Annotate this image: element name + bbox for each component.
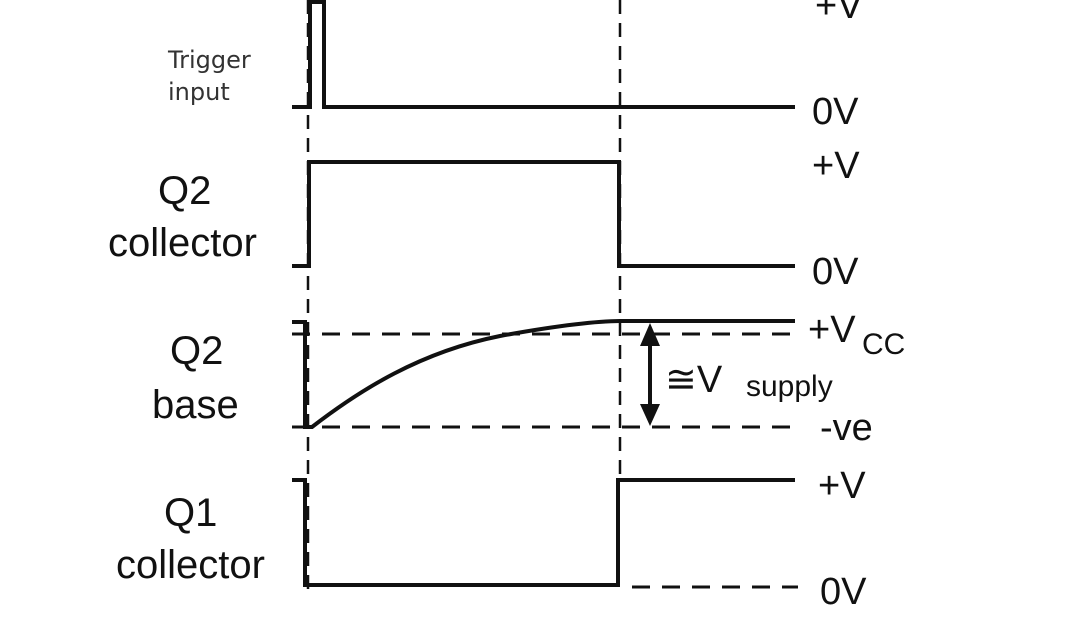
- q2-collector-trace-group: Q2 collector +V 0V: [108, 145, 860, 293]
- q2-collector-level-low: 0V: [812, 251, 859, 293]
- q2-base-level-high-subscript: CC: [862, 328, 905, 361]
- q2-base-trace-group: Q2 base +V CC ≅V supply -ve: [152, 309, 905, 449]
- q2-base-label-line2: base: [152, 383, 239, 427]
- voltage-swing-arrow: [640, 323, 660, 426]
- trigger-level-low: 0V: [812, 91, 859, 133]
- q1-collector-label-line2: collector: [116, 543, 265, 587]
- q1-collector-waveform: [292, 478, 795, 587]
- q2-base-label-line1: Q2: [170, 329, 223, 373]
- q2-collector-waveform: [292, 160, 795, 268]
- q2-collector-label-line2: collector: [108, 221, 257, 265]
- q2-collector-level-high: +V: [812, 145, 860, 187]
- q2-base-level-low: -ve: [820, 407, 873, 449]
- trigger-level-high: +V: [815, 0, 863, 27]
- trigger-waveform: [292, 0, 795, 109]
- trigger-label-line1: Trigger: [167, 46, 251, 74]
- q1-collector-level-high: +V: [818, 465, 866, 507]
- q2-collector-label-line1: Q2: [158, 169, 211, 213]
- q1-collector-trace-group: Q1 collector +V 0V: [116, 465, 867, 613]
- q2-base-level-high: +V: [808, 309, 856, 351]
- q1-collector-level-low: 0V: [820, 571, 867, 613]
- trigger-trace-group: Trigger input +V 0V: [167, 0, 863, 133]
- q2-base-waveform: [292, 319, 795, 429]
- q2-base-swing-subscript: supply: [746, 370, 833, 403]
- q1-collector-label-line1: Q1: [164, 491, 217, 535]
- q2-base-swing-label: ≅V: [665, 359, 723, 401]
- trigger-label-line2: input: [168, 78, 230, 106]
